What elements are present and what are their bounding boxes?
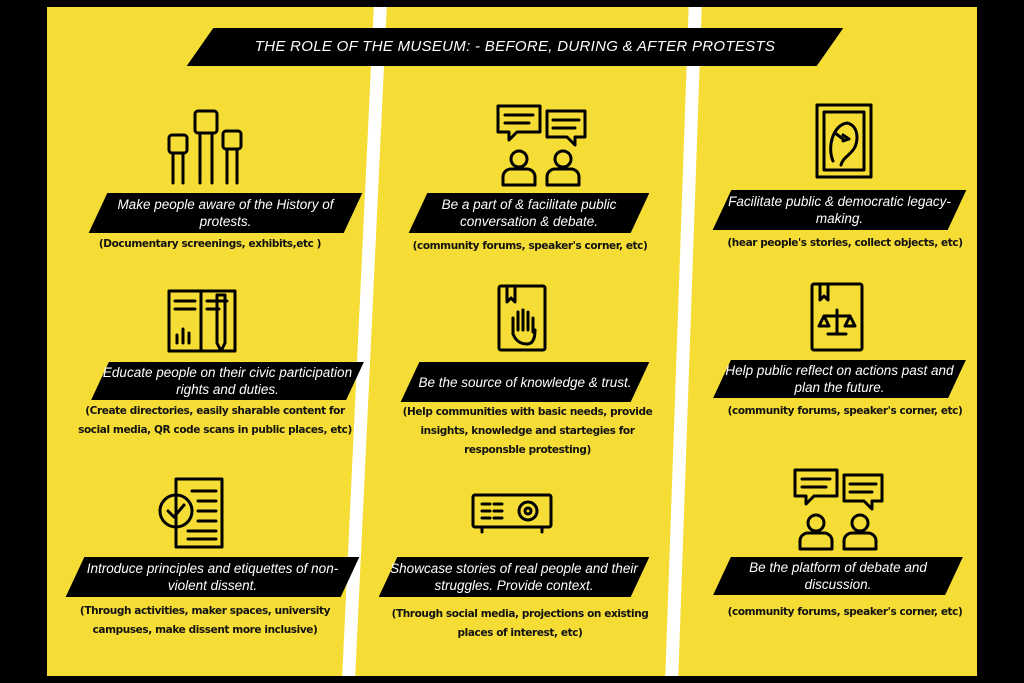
hand-book-icon	[497, 284, 547, 357]
page-title: THE ROLE OF THE MUSEUM: - BEFORE, DURING…	[254, 38, 776, 55]
checklist-document-icon	[158, 475, 228, 555]
item-label: Make people aware of the History of prot…	[117, 197, 334, 229]
item-note: (community forums, speaker's corner, etc…	[412, 240, 648, 252]
item-label: Help public reflect on actions past and …	[725, 363, 954, 395]
projector-icon	[470, 492, 555, 539]
item-note: (community forums, speaker's corner, etc…	[727, 606, 963, 618]
book-pencil-icon	[165, 285, 245, 360]
raised-fists-icon	[165, 105, 245, 190]
item-note: (community forums, speaker's corner, etc…	[727, 405, 963, 417]
conversation-icon	[792, 467, 887, 557]
item-note: (Through activities, maker spaces, unive…	[79, 605, 331, 636]
justice-book-icon	[810, 282, 865, 357]
item-label: Be the platform of debate and discussion…	[749, 560, 927, 592]
conversation-icon	[495, 103, 590, 193]
item-label: Introduce principles and etiquettes of n…	[86, 561, 339, 593]
item-note: (Create directories, easily sharable con…	[78, 405, 352, 436]
item-note: (Through social media, projections on ex…	[391, 608, 649, 639]
item-note: (Help communities with basic needs, prov…	[402, 406, 653, 456]
item-label: Educate people on their civic participat…	[102, 365, 353, 397]
item-label: Facilitate public & democratic legacy-ma…	[728, 194, 951, 226]
item-label: Be a part of & facilitate public convers…	[441, 197, 617, 229]
item-note: (Documentary screenings, exhibits,etc )	[98, 238, 322, 250]
item-note: (hear people's stories, collect objects,…	[727, 237, 963, 249]
framed-portrait-icon	[815, 103, 873, 184]
item-label: Showcase stories of real people and thei…	[390, 561, 638, 593]
item-label: Be the source of knowledge & trust.	[418, 374, 632, 390]
